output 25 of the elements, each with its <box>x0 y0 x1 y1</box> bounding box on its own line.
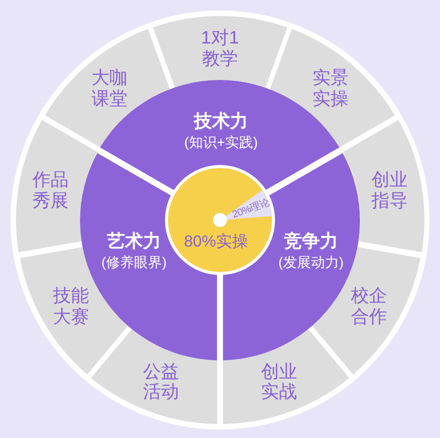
ring-segment <box>44 29 170 148</box>
sector-title: 艺术力 <box>106 230 162 254</box>
center-circle <box>165 165 275 275</box>
ring-segment <box>16 120 98 253</box>
sector-subtitle: (修养眼界) <box>101 254 167 272</box>
segment-label: 作品秀展 <box>32 169 70 211</box>
segment-label: 实景实操 <box>312 68 350 109</box>
ring-segment <box>222 328 349 424</box>
ring-segment <box>152 16 288 88</box>
slice-label: 20%理论 <box>231 197 271 221</box>
sector-subtitle: (发展动力) <box>278 254 344 272</box>
center-label: 80%实操 <box>184 232 248 252</box>
sector-title: 竞争力 <box>283 230 339 254</box>
segment-label: 技能大赛 <box>52 285 90 327</box>
ring-segment <box>270 29 396 148</box>
segment-label: 创业实战 <box>260 360 298 402</box>
sector-subtitle: (知识+实践) <box>184 134 258 152</box>
sector-title: 技术力 <box>192 110 249 134</box>
segment-label: 公益活动 <box>142 360 180 402</box>
segment-label: 创业指导 <box>370 169 408 211</box>
ring-segment <box>90 328 218 424</box>
segment-label: 1对1教学 <box>200 27 240 69</box>
segment-label: 大咖课堂 <box>90 68 128 109</box>
ring-segment <box>342 120 424 253</box>
segment-label: 校企合作 <box>350 285 388 327</box>
